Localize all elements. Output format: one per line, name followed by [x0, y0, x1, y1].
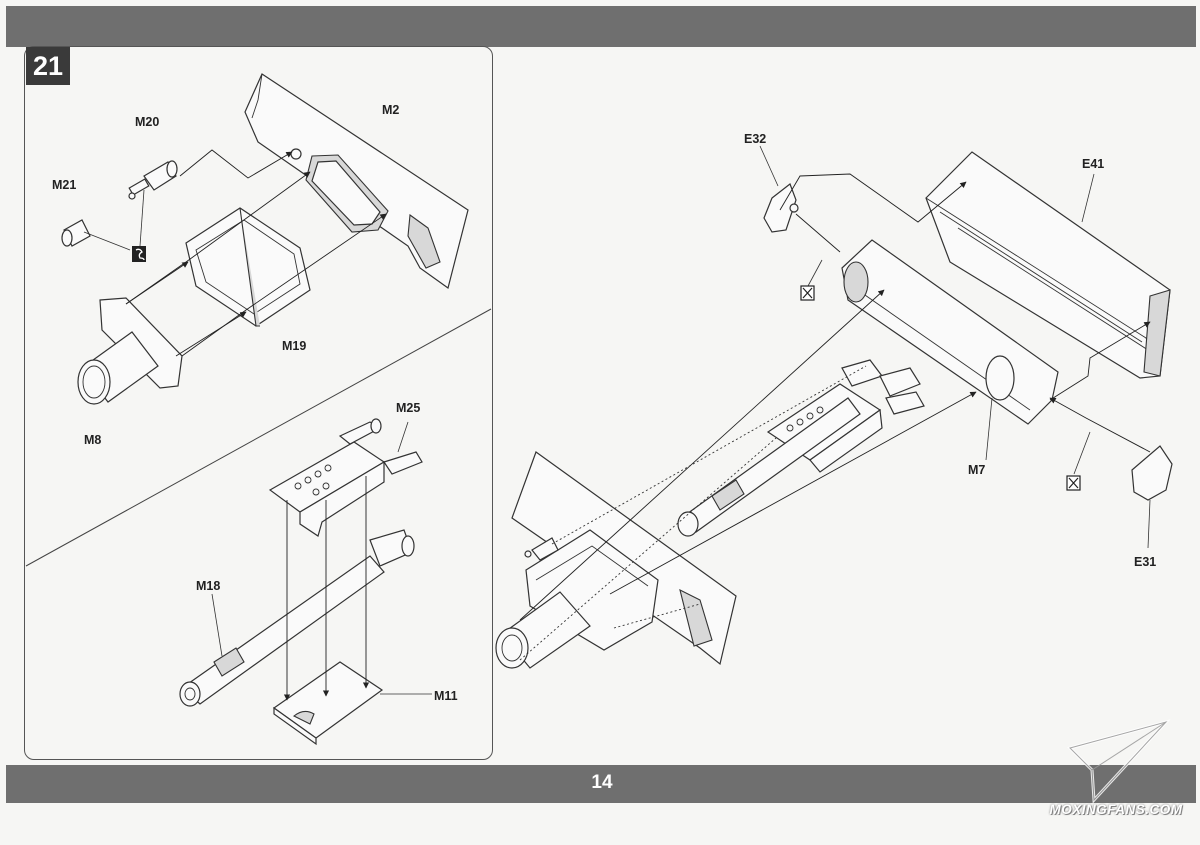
part-m11-drawing	[272, 661, 384, 746]
paper-plane-logo	[1067, 719, 1171, 804]
no-glue-icon	[1066, 475, 1081, 491]
label-m2: M2	[382, 103, 399, 117]
label-m19: M19	[282, 339, 306, 353]
part-m21-drawing	[61, 219, 91, 247]
assembled-base-drawing	[495, 591, 591, 669]
page-number: 14	[591, 772, 613, 793]
part-m18-drawing	[179, 529, 415, 707]
assembled-barrel-drawing	[677, 397, 861, 537]
step-panel	[24, 46, 493, 760]
label-m25: M25	[396, 401, 420, 415]
part-m20-drawing	[128, 160, 178, 200]
label-e32: E32	[744, 132, 766, 146]
label-e41: E41	[1082, 157, 1104, 171]
part-e31-drawing	[1131, 445, 1173, 501]
footer-bar	[6, 765, 1196, 803]
label-m21: M21	[52, 178, 76, 192]
no-glue-icon	[800, 285, 815, 301]
label-m20: M20	[135, 115, 159, 129]
header-bar	[6, 6, 1196, 47]
part-m2-drawing	[244, 73, 469, 289]
part-m25-drawing	[268, 418, 423, 537]
part-m8-drawing	[77, 297, 183, 405]
part-e41-drawing	[925, 151, 1171, 379]
sub-step-divider	[25, 308, 492, 567]
label-e31: E31	[1134, 555, 1156, 569]
part-m7-drawing	[841, 239, 1059, 425]
label-m11: M11	[434, 689, 458, 703]
label-m18: M18	[196, 579, 220, 593]
step-number: 21	[26, 47, 70, 85]
label-m8: M8	[84, 433, 101, 447]
label-m7: M7	[968, 463, 985, 477]
assembled-pin-drawing	[524, 537, 559, 561]
glue-icon	[132, 246, 146, 262]
watermark-text: MOXINGFANS.COM	[1049, 802, 1183, 817]
